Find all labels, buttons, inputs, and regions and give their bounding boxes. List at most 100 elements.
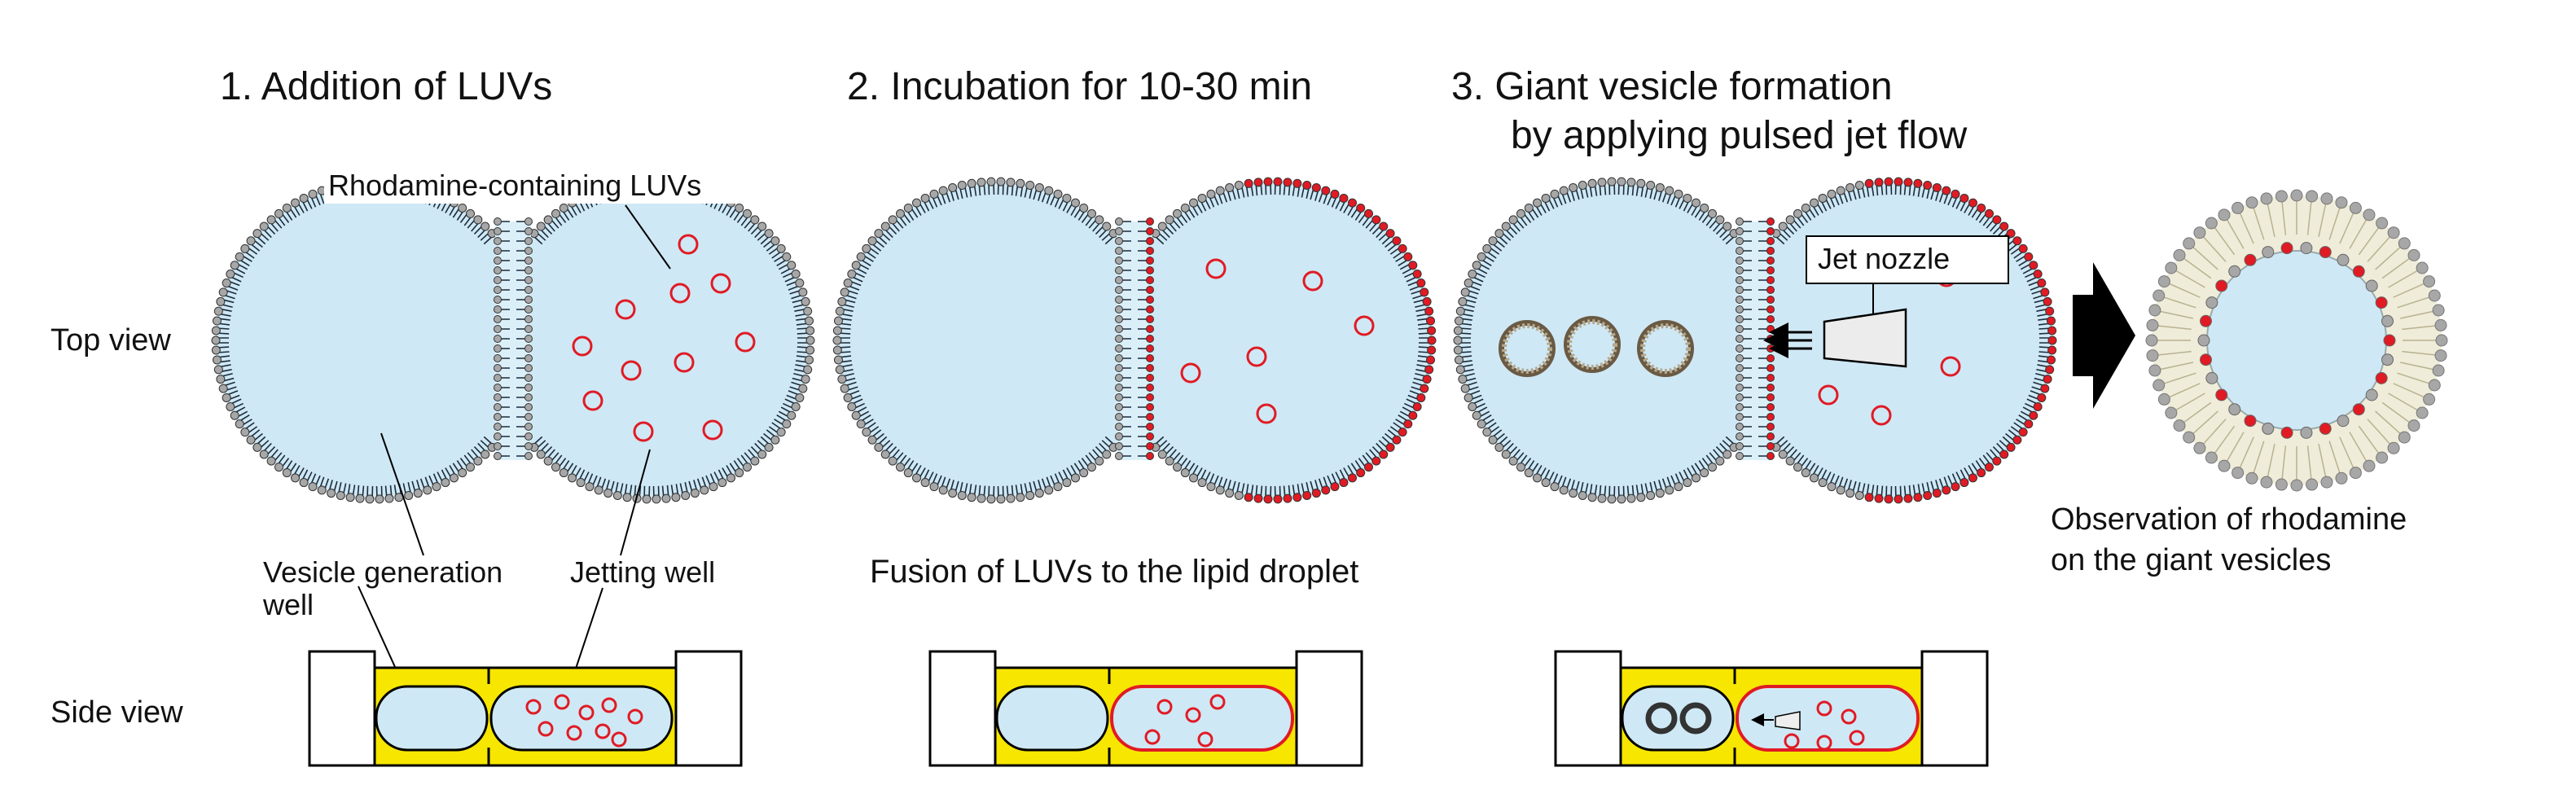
lipid-head: [1416, 393, 1426, 402]
bilayer-head: [494, 305, 502, 314]
lipid-head: [1533, 198, 1542, 208]
lipid-head: [833, 355, 843, 365]
lipid-head: [851, 410, 861, 420]
lipid-head: [791, 402, 801, 412]
lipid-head: [1330, 189, 1340, 199]
vesicle-well-droplet: [995, 685, 1109, 752]
lipid-tail: [2163, 296, 2196, 309]
lipid-head: [1692, 473, 1701, 483]
lipid-head: [2434, 349, 2447, 362]
rhodamine-luv: [621, 360, 642, 381]
lipid-head: [1283, 493, 1292, 503]
lipid-head: [2349, 467, 2362, 480]
lipid-head: [967, 178, 976, 188]
lipid-head: [1225, 182, 1235, 192]
lipid-head: [2349, 201, 2362, 214]
lipid-head: [1494, 442, 1504, 452]
lipid-head: [211, 326, 221, 336]
lipid-head: [895, 463, 905, 472]
bilayer-head: [1766, 403, 1775, 411]
inner-lipid-head: [2319, 246, 2332, 259]
lipid-head: [2047, 316, 2056, 326]
lipid-head: [246, 236, 256, 246]
bilayer-head: [1736, 325, 1744, 333]
lipid-tail: [2358, 425, 2380, 454]
lipid-head: [1016, 493, 1025, 502]
lipid-head: [1951, 482, 1960, 492]
lipid-tail: [2214, 425, 2236, 454]
lipid-head: [1348, 198, 1357, 208]
lipid-head: [867, 236, 877, 246]
lipid-head: [585, 482, 595, 492]
lipid-head: [1034, 182, 1044, 192]
bilayer-head: [1736, 247, 1744, 255]
lipid-head: [1708, 463, 1718, 472]
lipid-head: [1392, 236, 1402, 246]
bilayer-head: [1146, 276, 1154, 284]
lipid-head: [888, 215, 897, 225]
lipid-head: [2047, 355, 2056, 365]
lipid-head: [795, 279, 805, 288]
lipid-head: [1959, 193, 1969, 203]
lipid-head: [1864, 178, 1874, 188]
bilayer-head: [1766, 257, 1775, 265]
lipid-head: [1095, 215, 1104, 225]
inner-lipid-head: [2228, 403, 2241, 416]
big-right-arrow: [2073, 262, 2135, 409]
lipid-head: [458, 468, 467, 478]
lipid-tail: [2375, 246, 2402, 270]
lipid-head: [259, 221, 269, 231]
lipid-head: [2205, 451, 2218, 464]
lipid-head: [222, 279, 231, 288]
bilayer-head: [1736, 257, 1744, 265]
bilayer-head: [1146, 423, 1154, 431]
rhodamine-luv: [554, 694, 570, 710]
bilayer-head: [1146, 413, 1154, 421]
lipid-head: [776, 243, 786, 253]
lipid-head: [1923, 490, 1933, 500]
lipid-head: [1416, 279, 1426, 288]
lipid-head: [1617, 177, 1626, 186]
bilayer-head: [1766, 217, 1775, 226]
lipid-head: [1458, 296, 1468, 306]
side-giant-vesicle-2: [1679, 702, 1712, 735]
bilayer-head: [524, 403, 533, 411]
rhodamine-luv: [572, 336, 593, 357]
lipid-head: [957, 490, 967, 500]
lipid-head: [1044, 485, 1054, 495]
lipid-head: [1913, 178, 1923, 188]
rhodamine-luv: [735, 331, 756, 353]
lipid-head: [1985, 208, 1995, 218]
bilayer-head: [494, 393, 502, 401]
lipid-tail: [2157, 325, 2192, 331]
lipid-head: [791, 269, 801, 279]
lipid-head: [837, 375, 847, 384]
rhodamine-luv: [669, 283, 691, 304]
lipid-head: [1903, 493, 1913, 503]
lipid-head: [1311, 489, 1321, 498]
bilayer-head: [1736, 227, 1744, 235]
lipid-head: [1482, 243, 1492, 253]
lipid-head: [1408, 261, 1418, 270]
rhodamine-luv: [1185, 707, 1201, 723]
bilayer-head: [524, 227, 533, 235]
bilayer-head: [1146, 364, 1154, 372]
inner-lipid-head: [2352, 265, 2365, 278]
lipid-head: [1062, 478, 1072, 488]
lipid-head: [1836, 485, 1845, 495]
right-block: [1920, 650, 1989, 767]
lipid-head: [211, 345, 221, 355]
lipid-head: [2306, 190, 2319, 203]
lipid-head: [1292, 178, 1302, 188]
bilayer-head: [494, 266, 502, 274]
inner-lipid-head: [2280, 426, 2293, 439]
well-water: [493, 182, 810, 499]
lipid-head: [2376, 451, 2389, 464]
inner-lipid-head: [2365, 279, 2378, 292]
lipid-head: [1607, 177, 1617, 186]
rhodamine-luv: [595, 723, 611, 739]
inner-lipid-head: [2244, 414, 2257, 428]
rhodamine-label-bg: [324, 163, 738, 204]
lipid-head: [282, 203, 292, 213]
lipid-head: [862, 428, 871, 437]
